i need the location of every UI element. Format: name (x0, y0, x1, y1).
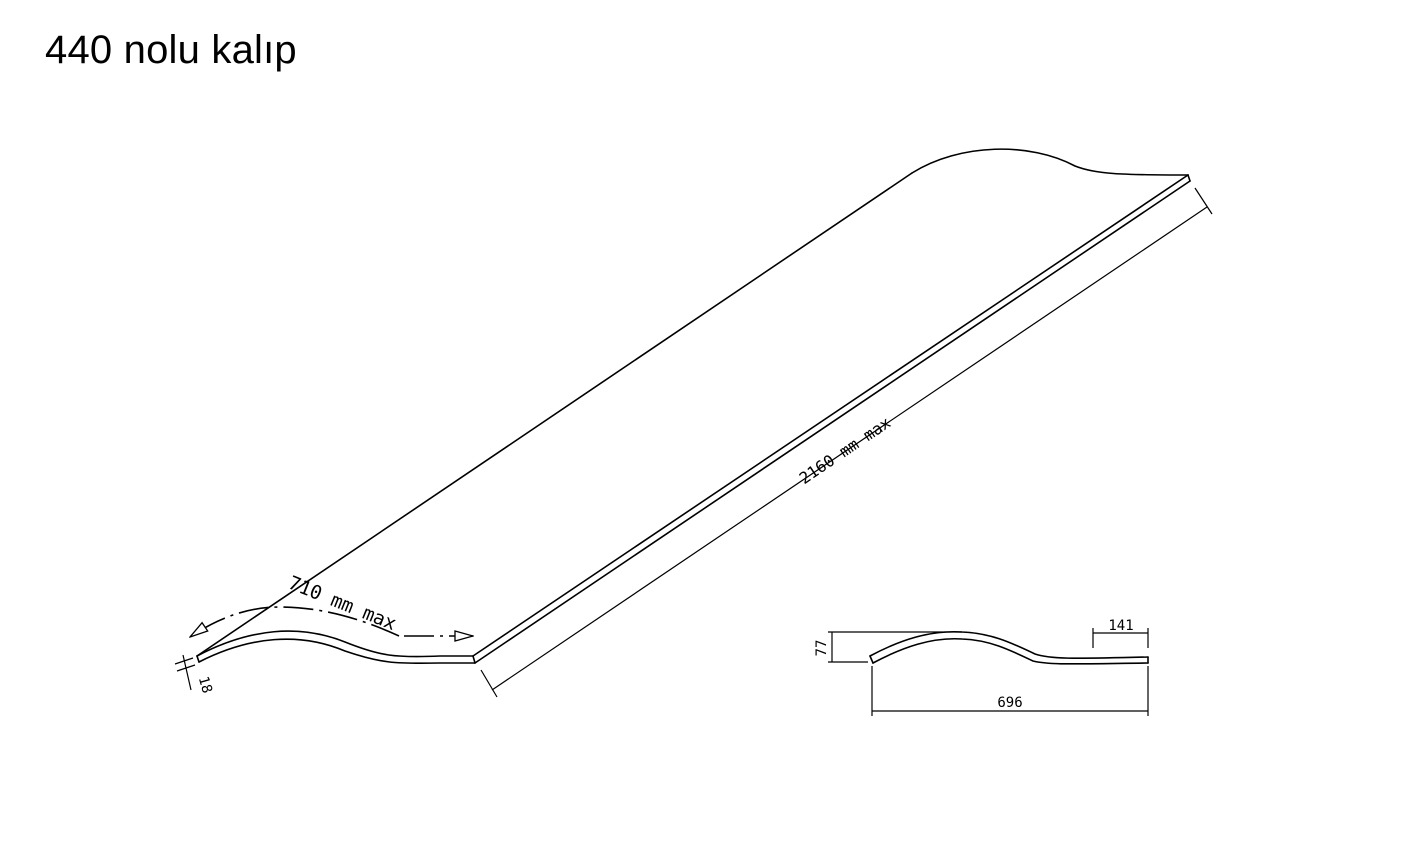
length-dimension: 2160 mm max (480, 187, 1213, 698)
profile-height-label: 77 (814, 640, 830, 657)
flat-segment-label: 141 (1108, 618, 1133, 634)
panel-right-long-edge-top (472, 174, 1189, 657)
profile-top-curve (869, 630, 1149, 660)
panel-front-edge-right-cap (472, 655, 476, 664)
panel-front-edge-top (196, 630, 474, 658)
panel-right-long-edge-bottom (474, 180, 1191, 664)
profile-width-dimension: 696 (871, 666, 1149, 716)
width-dimension-label: 710 mm max (285, 572, 399, 635)
panel-front-edge-left-cap (196, 655, 200, 663)
thickness-dimension-label: 18 (195, 675, 215, 696)
profile-height-dimension: 77 (814, 631, 962, 663)
panel-left-long-edge (196, 172, 913, 657)
profile-left-cap (869, 655, 874, 664)
width-dimension: 710 mm max (190, 572, 473, 637)
length-dimension-label: 2160 mm max (796, 413, 895, 488)
panel-back-edge (911, 148, 1189, 176)
profile-view (869, 630, 1149, 665)
panel-back-edge-cap (1187, 174, 1191, 182)
panel-isometric-view (196, 148, 1191, 665)
profile-bottom-curve (872, 637, 1149, 665)
drawing-title: 440 nolu kalıp (45, 28, 297, 72)
profile-width-label: 696 (997, 695, 1022, 711)
thickness-dimension: 18 (174, 654, 215, 696)
flat-segment-dimension: 141 (1092, 618, 1149, 648)
panel-front-edge-bottom (198, 638, 476, 665)
